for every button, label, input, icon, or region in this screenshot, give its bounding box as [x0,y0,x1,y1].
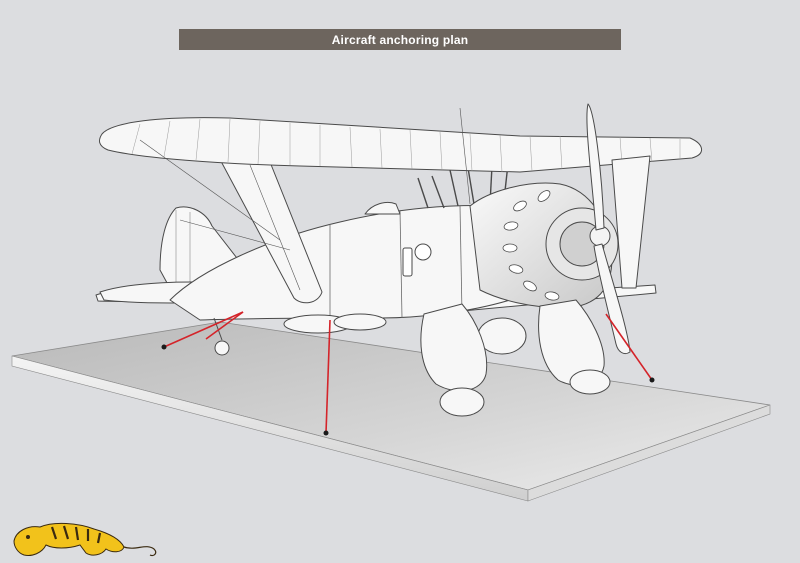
interplane-strut [214,141,323,304]
rigging-wires [139,107,471,291]
landing-gear-right-wheel [569,369,611,395]
anchor-points [161,344,655,436]
anchor-point-2 [323,430,329,436]
anchor-wires [163,311,653,434]
anchor-wire-2 [205,311,244,340]
propeller-blade-top [586,103,605,231]
upper-wing-ribs [131,118,681,173]
anchor-point-3 [649,377,655,383]
anchor-point-1 [161,344,167,350]
cowling-exhausts [502,190,560,301]
biplane-drawing [95,103,702,417]
underwing-store-mid [333,313,387,331]
tiger-logo-icon [13,522,157,557]
belly-tank [477,317,527,355]
anchor-wire-3 [325,319,331,434]
landing-gear-left-spat [420,303,488,392]
cockpit [364,201,401,215]
anchor-wire-4 [605,313,653,381]
landing-gear-left-wheel [439,387,485,417]
propeller-blade-bottom [593,243,631,355]
anchor-wire-1 [163,311,244,348]
page-title: Aircraft anchoring plan [179,29,621,50]
display-base [11,321,771,502]
upper-wing [99,117,702,173]
tail-wheel [214,340,230,356]
right-interplane-strut [611,155,651,289]
